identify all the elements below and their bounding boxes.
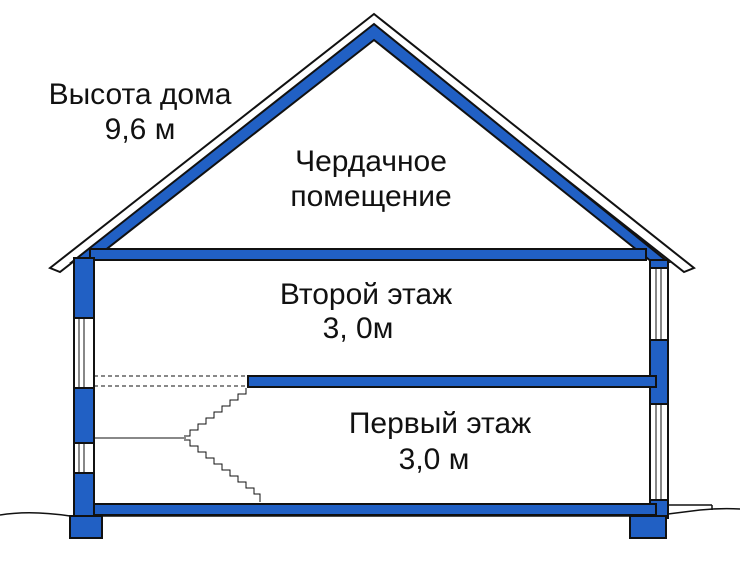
roof-overhang: [48, 12, 696, 274]
first-floor-title: Первый этаж: [349, 407, 531, 440]
second-floor-title: Второй этаж: [280, 278, 452, 311]
left-wall: [69, 257, 103, 539]
attic-label-line1: Чердачное: [295, 145, 447, 178]
right-wall: [629, 259, 669, 539]
staircase: [94, 388, 261, 502]
second-floor-height: 3, 0м: [323, 312, 394, 345]
attic-floor-slab: [89, 248, 647, 261]
ground-floor-slab: [93, 503, 657, 516]
second-floor-slab: [247, 375, 657, 388]
stair-opening-dashed: [94, 375, 248, 387]
first-floor-height: 3,0 м: [399, 443, 470, 476]
house-height-title: Высота дома: [49, 78, 232, 111]
attic-label-line2: помещение: [290, 180, 451, 213]
house-height-value: 9,6 м: [105, 113, 176, 146]
